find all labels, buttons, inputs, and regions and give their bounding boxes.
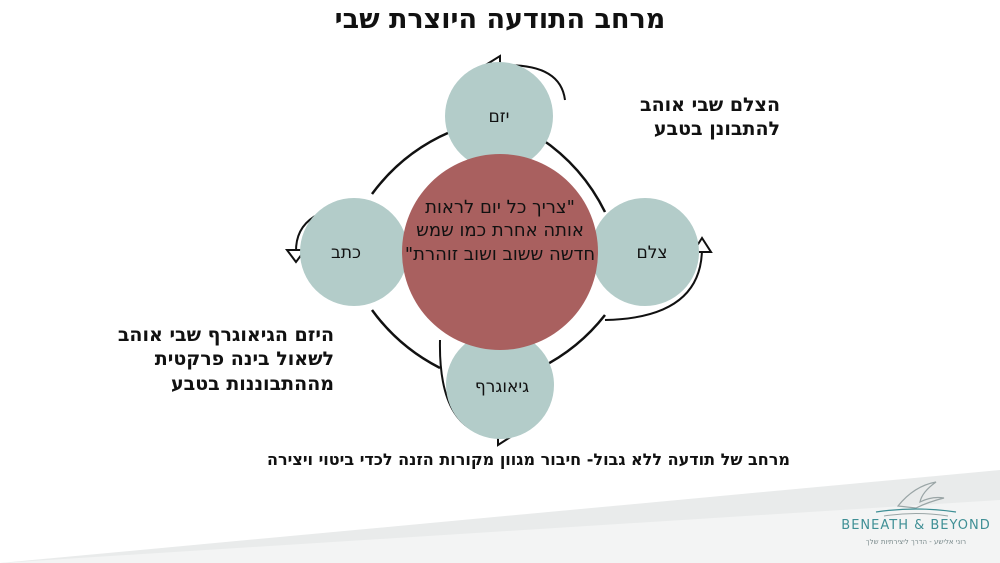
node-writer <box>300 198 408 306</box>
node-label-entrepreneur: יזם <box>489 107 510 127</box>
ring-arc-left-top <box>370 130 451 195</box>
arrow-arc-right <box>604 247 703 321</box>
node-entrepreneur <box>445 62 553 170</box>
note-photographer: הצלם שבי אוהב להתבונן בטבע <box>640 94 780 141</box>
ring-arc-top-right <box>539 136 607 213</box>
page-title: מרחב התודעה היוצרת שבי <box>334 4 666 35</box>
node-label-geographer: גיאוגרף <box>475 377 529 397</box>
center-circle <box>402 154 598 350</box>
center-quote: "צריך כל יום לראות אותה אחרת כמו שמש חדש… <box>404 197 596 265</box>
note-entrepreneur-geographer: היזם הגיאוגרף שבי אוהב לשאול בינה פרקטית… <box>117 324 334 395</box>
brand-logo: BENEATH & BEYOND רוני אלישע - הדרך ליציר… <box>836 478 996 560</box>
logo-name: BENEATH & BEYOND <box>841 518 991 533</box>
node-photographer <box>591 198 699 306</box>
ring-arc-bottom-left <box>370 309 441 370</box>
node-label-writer: כתב <box>331 243 361 263</box>
node-label-photographer: צלם <box>636 243 667 263</box>
bird-logo-icon <box>875 481 957 517</box>
node-geographer <box>446 331 554 439</box>
logo-tagline: רוני אלישע - הדרך ליצירתיות שלך <box>865 538 967 546</box>
footer-statement: מרחב של תודעה ללא גבול- חיבור מגוון מקור… <box>267 450 790 469</box>
